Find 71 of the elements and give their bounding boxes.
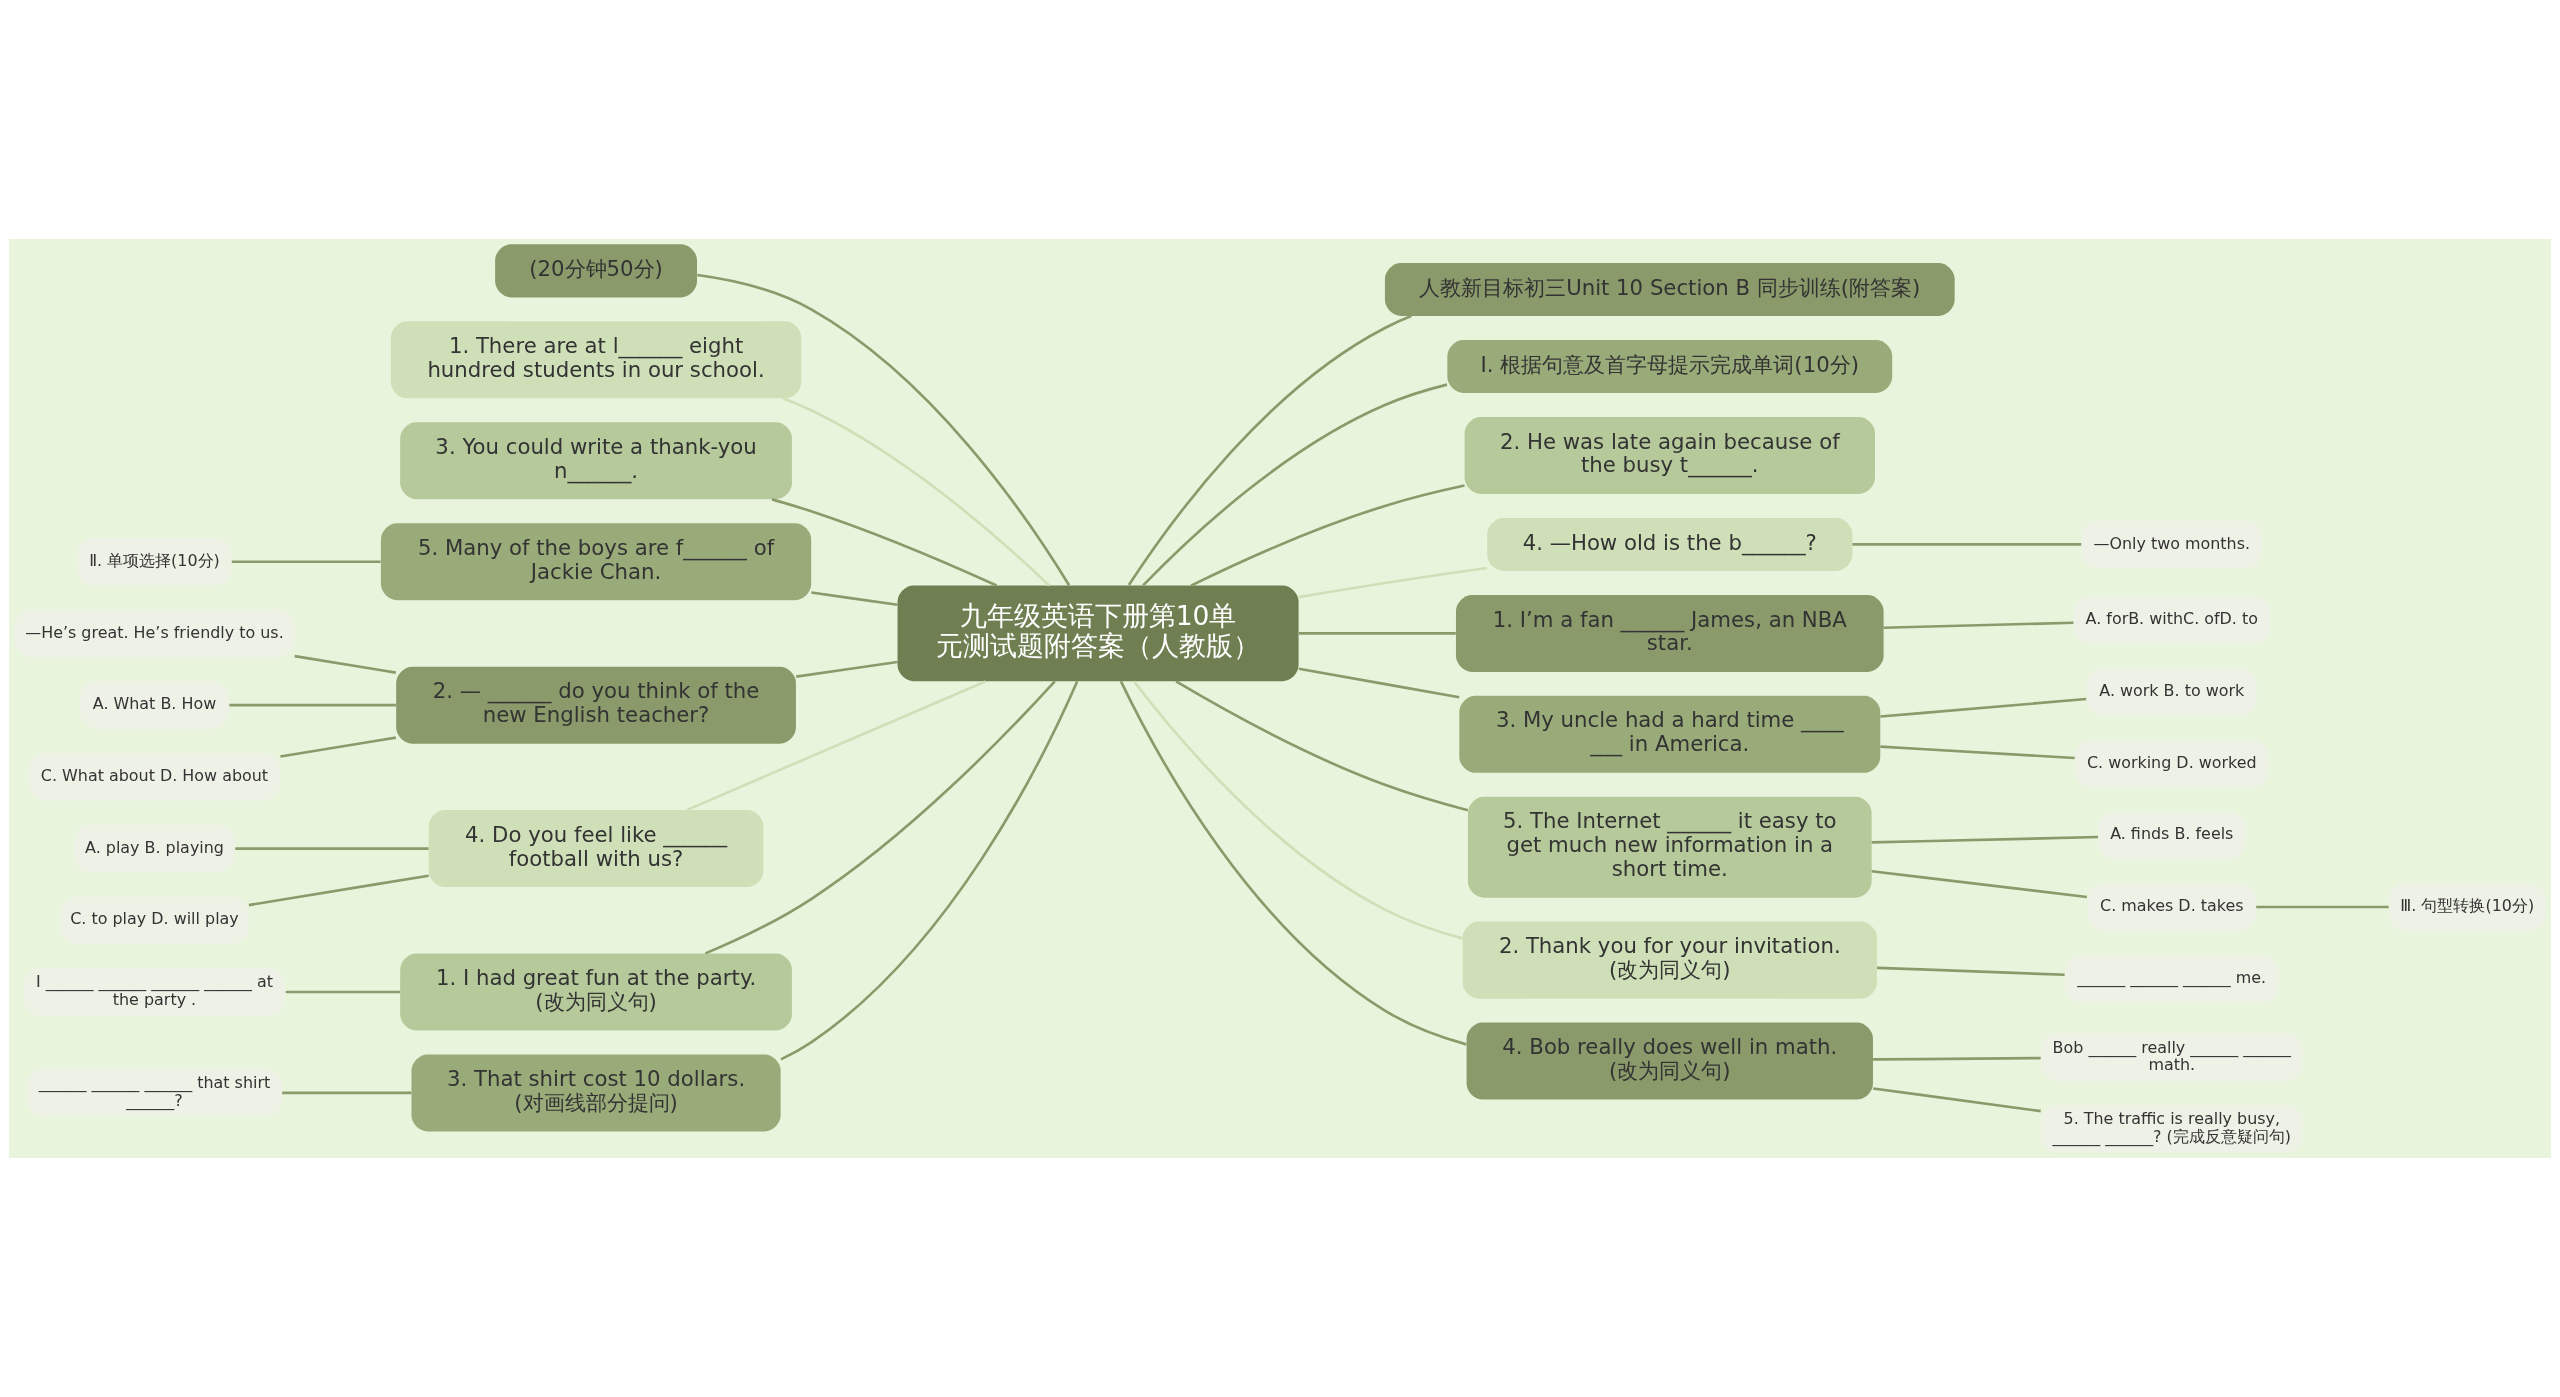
node-box: Bob ______ really ______ ______ math. (2040, 1033, 2303, 1081)
node-box: 4. Bob really does well in math. (改为同义句) (1466, 1022, 1873, 1100)
node-box: 5. The traffic is really busy, ______ ______? (完成反意疑问句) (2040, 1104, 2303, 1153)
connector (1872, 1087, 2041, 1113)
node-box: 4. —How old is the b______? (1487, 517, 1853, 571)
node-box: C. makes D. takes (2087, 883, 2257, 931)
node-box: A. finds B. feels (2098, 811, 2246, 860)
node-box: C. What about D. How about (29, 752, 280, 801)
node-box: A. What B. How (80, 681, 229, 730)
connector (1877, 966, 2065, 977)
connector (1883, 621, 2074, 630)
node-box: 1. I had great fun at the party. (改为同义句) (400, 953, 792, 1031)
connector (1852, 543, 2082, 546)
node-box: 3. You could write a thank-you n______. (400, 422, 792, 500)
connector (1880, 697, 2087, 718)
node-box: Ⅰ. 根据句意及首字母提示完成单词(10分) (1447, 339, 1893, 394)
node-box: C. working D. worked (2074, 739, 2269, 788)
connector (2256, 905, 2389, 909)
connector (1298, 632, 1456, 635)
connector (235, 847, 429, 850)
connector (1871, 869, 2088, 899)
connector (1871, 835, 2099, 844)
connector (1880, 745, 2075, 760)
node-box: 2. Thank you for your invitation. (改为同义句) (1462, 921, 1877, 999)
connector (1127, 314, 1412, 586)
node-box: 2. He was late again because of the busy t______. (1464, 416, 1875, 494)
connector (229, 703, 397, 707)
connector (704, 680, 1056, 955)
connector (280, 736, 397, 758)
node-box: 5. The Internet ______ it easy to get much new information in a short time. (1467, 796, 1872, 898)
connector (1142, 383, 1448, 587)
connector (1132, 680, 1463, 940)
node-box: 1. There are at l______ eight hundred students in our school. (390, 321, 802, 399)
node-box: A. work B. to work (2086, 667, 2257, 716)
node-box: —Only two months. (2081, 520, 2263, 569)
node-box: 九年级英语下册第10单元测试题附答案（人教版） (897, 585, 1299, 682)
node-box: 3. My uncle had a hard time ____ ___ in America. (1459, 695, 1881, 773)
node-box: Ⅲ. 句型转换(10分) (2388, 883, 2546, 931)
node-box: 人教新目标初三Unit 10 Section B 同步训练(附答案) (1384, 262, 1955, 317)
connector (782, 397, 1051, 587)
connector (771, 498, 998, 587)
node-box: A. play B. playing (74, 824, 235, 873)
node-box: 3. That shirt cost 10 dollars. (对画线部分提问) (411, 1054, 781, 1132)
node-box: 4. Do you feel like ______ football with us? (428, 810, 764, 888)
connector (294, 654, 397, 674)
connector (1119, 680, 1467, 1046)
connector (1298, 566, 1488, 599)
node-box: ______ ______ ______ me. (2064, 954, 2279, 1003)
node-box: 1. I’m a fan ______ James, an NBA star. (1455, 594, 1884, 672)
node-box: 2. — ______ do you think of the new English teacher? (396, 666, 796, 744)
node-box: 5. Many of the boys are f______ of Jackie Chan. (380, 523, 812, 601)
connector (697, 273, 1071, 586)
connector (1873, 1056, 2041, 1061)
connector (1190, 484, 1465, 587)
connector (282, 1091, 412, 1095)
connector (1298, 667, 1460, 699)
node-box: —He’s great. He’s friendly to us. (14, 609, 295, 658)
connector (780, 680, 1079, 1061)
node-box: C. to play D. will play (60, 896, 249, 945)
node-box: Ⅱ. 单项选择(10分) (77, 537, 232, 586)
connector (285, 990, 401, 994)
node-box: ______ ______ ______ that shirt ______? (27, 1069, 282, 1117)
connector (811, 591, 898, 607)
connector (796, 660, 898, 678)
connector (1175, 680, 1469, 812)
connector (231, 560, 381, 564)
connector (686, 680, 986, 812)
connector (248, 874, 429, 907)
node-box: I ______ ______ ______ ______ at the party . (23, 968, 286, 1016)
node-box: (20分钟50分) (495, 244, 697, 298)
node-box: A. forB. withC. ofD. to (2073, 596, 2271, 645)
